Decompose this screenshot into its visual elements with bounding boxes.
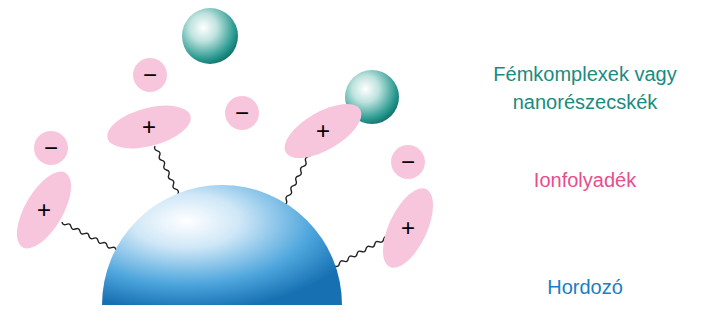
ion-shape	[103, 98, 196, 157]
ion-shape	[6, 163, 82, 256]
charge-minus: −	[401, 150, 415, 174]
charge-plus: +	[401, 216, 415, 240]
anion-circle: −	[390, 144, 426, 180]
cation-ellipse: +	[275, 83, 371, 179]
charge-plus: +	[316, 119, 330, 143]
linker-chain	[62, 222, 116, 250]
charge-minus: −	[235, 101, 249, 125]
anion-circle: −	[33, 130, 69, 166]
ion-shape	[391, 145, 425, 179]
ion-shape	[276, 93, 369, 169]
cation-ellipse: +	[360, 180, 456, 276]
support-label: Hordozó	[485, 273, 685, 301]
ion-shape	[133, 58, 167, 92]
linker-chain	[155, 146, 179, 194]
ion-shape	[225, 96, 259, 130]
charge-plus: +	[142, 115, 156, 139]
ion-shape	[373, 181, 444, 275]
ionic-liquid-label: Ionfolyadék	[485, 166, 685, 194]
charge-minus: −	[44, 136, 58, 160]
anion-circle: −	[224, 95, 260, 131]
linker-chain	[335, 237, 388, 267]
cation-ellipse: +	[0, 162, 92, 258]
metal-particle	[182, 8, 238, 64]
charge-minus: −	[143, 63, 157, 87]
metal-label: Fémkomplexek vagy nanorészecskék	[470, 60, 700, 116]
support-sphere	[102, 185, 342, 305]
anion-circle: −	[132, 57, 168, 93]
ion-shape	[34, 131, 68, 165]
cation-ellipse: +	[101, 79, 197, 175]
charge-plus: +	[37, 198, 51, 222]
